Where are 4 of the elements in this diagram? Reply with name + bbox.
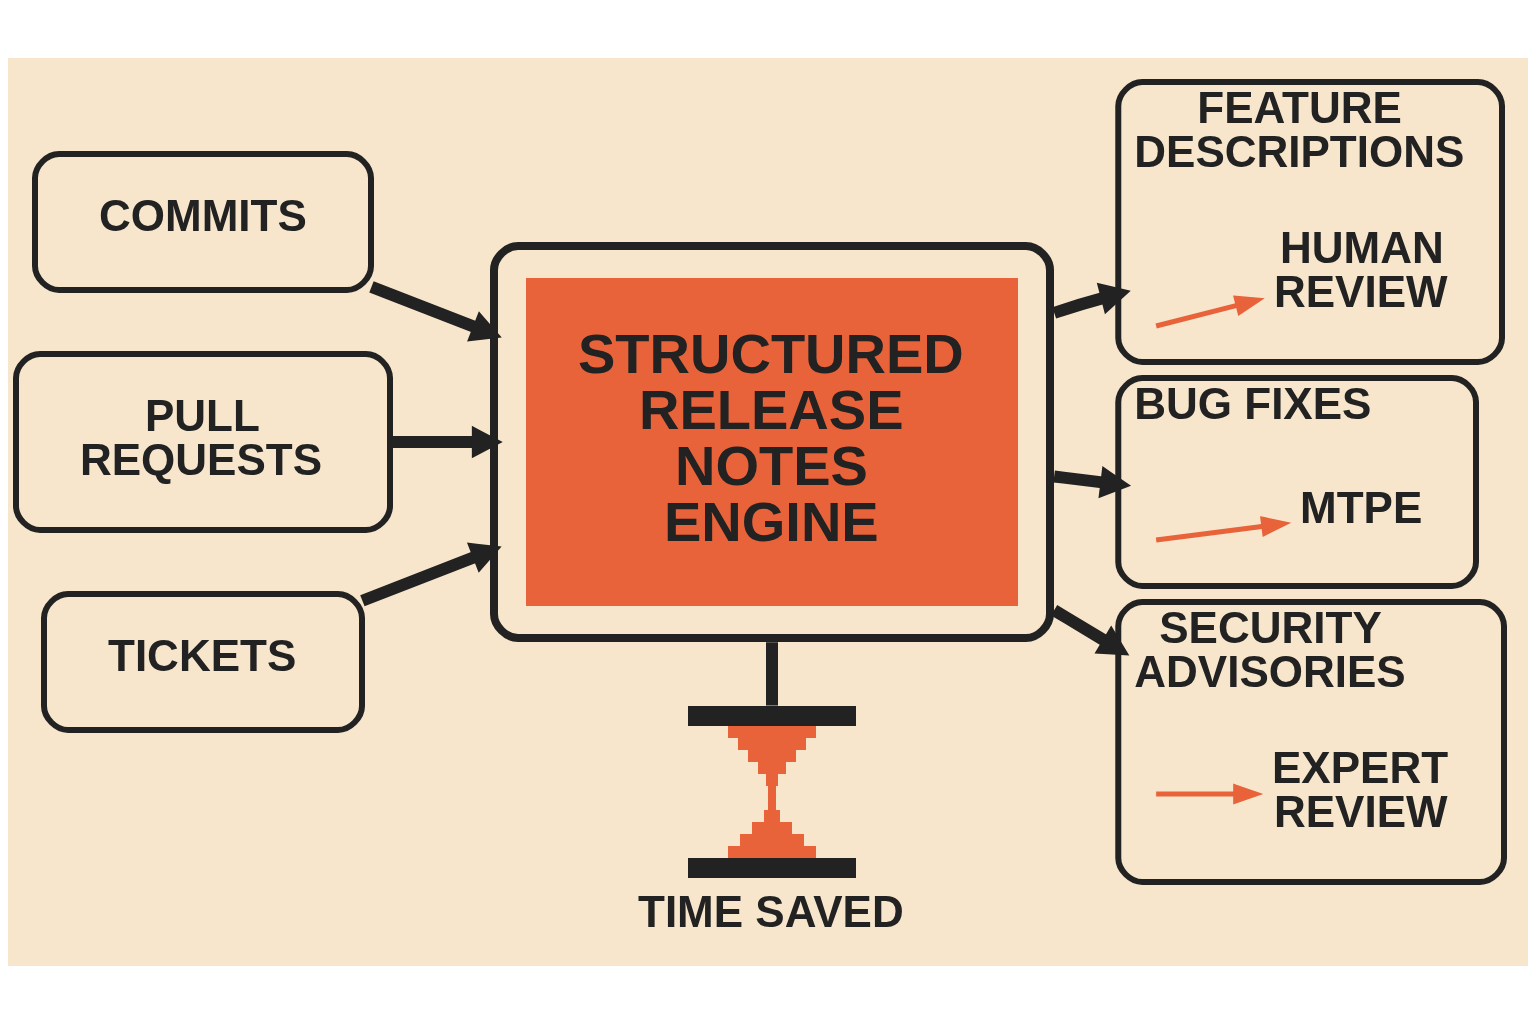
node-label: TIME SAVED xyxy=(638,887,904,937)
node-text: EXPERT REVIEW xyxy=(1272,743,1449,837)
node-text: HUMAN REVIEW xyxy=(1274,223,1448,317)
node-text: MTPE xyxy=(1300,483,1423,533)
